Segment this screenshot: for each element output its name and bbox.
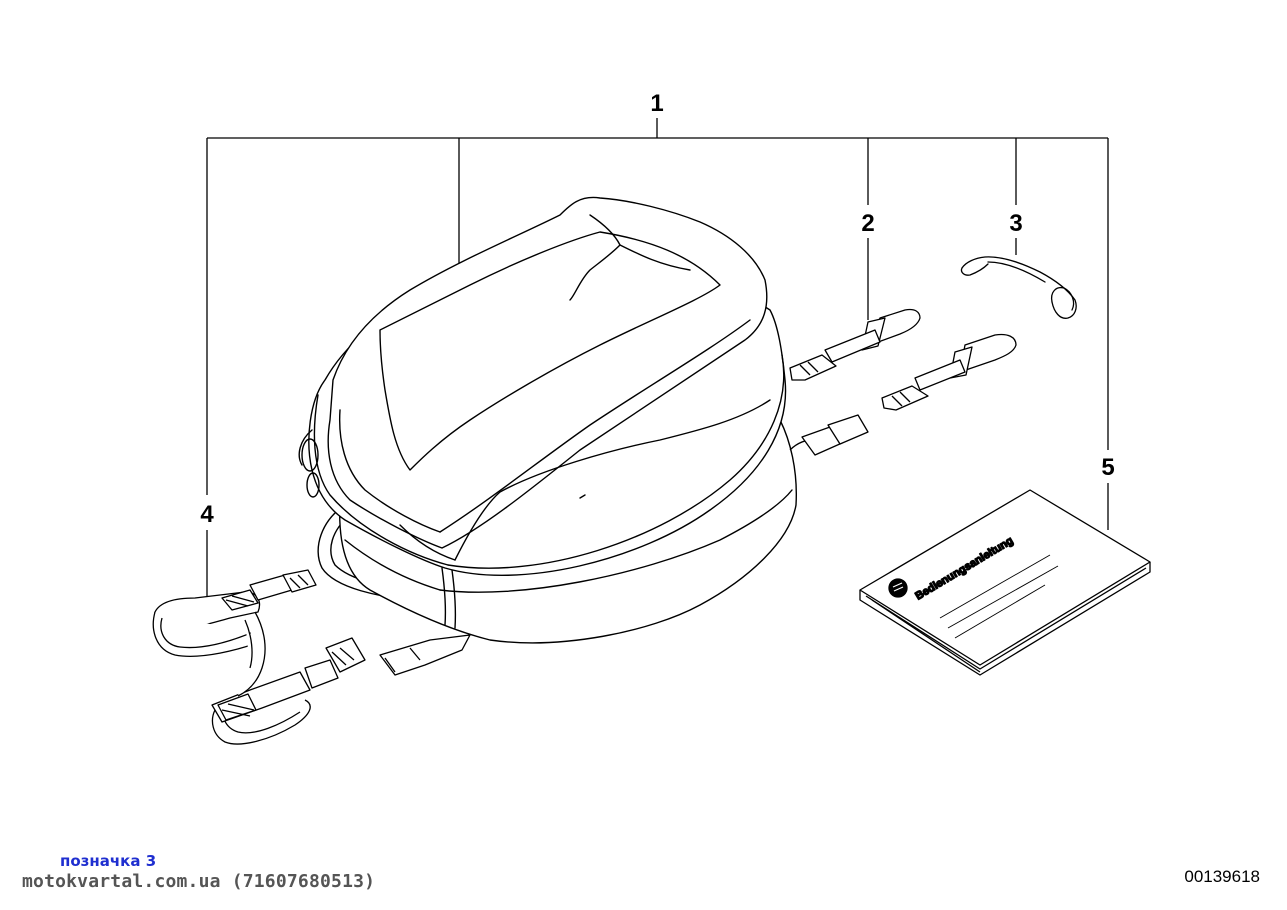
bag-side-buckles	[380, 415, 868, 675]
diagram-reference-number: 00139618	[1184, 867, 1260, 886]
callout-1: 1	[650, 90, 663, 117]
leader-lines	[207, 118, 1108, 600]
callout-3: 3	[1009, 210, 1022, 237]
callout-5: 5	[1101, 454, 1114, 481]
tank-bag-drawing	[299, 197, 796, 642]
manual-drawing: Bedienungsanleitung	[860, 490, 1150, 675]
strap-pair-drawing	[790, 309, 1016, 410]
watermark-text: motokvartal.com.ua (71607680513)	[22, 871, 376, 892]
callout-4: 4	[200, 501, 214, 528]
mounting-straps-drawing	[153, 570, 365, 744]
hook-drawing	[961, 257, 1076, 318]
marker-link[interactable]: позначка 3	[60, 852, 157, 870]
callout-2: 2	[861, 210, 874, 237]
